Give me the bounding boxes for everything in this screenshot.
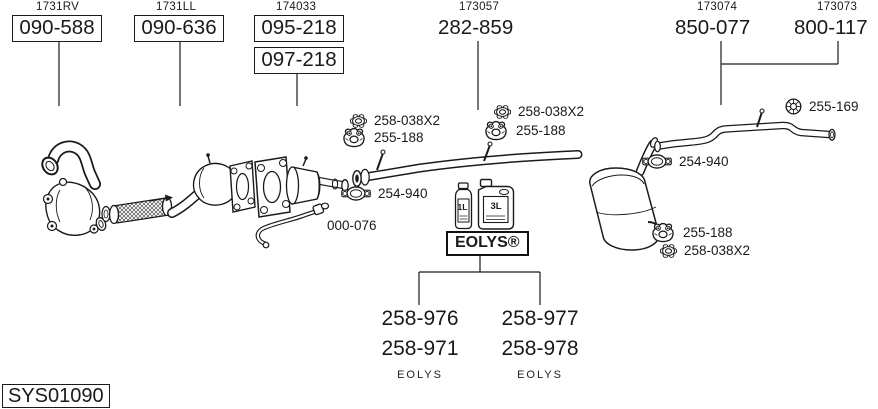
- part-number[interactable]: 850-077: [675, 16, 751, 39]
- diagram-code-box[interactable]: SYS01090: [2, 384, 110, 408]
- hardware-label: 254-940: [642, 152, 729, 171]
- bottle-size-label: 1L: [457, 202, 468, 212]
- muffler-drawing: [589, 137, 660, 251]
- part-number[interactable]: 258-971: [381, 337, 459, 360]
- rubber-hanger-icon: [341, 127, 367, 148]
- middle-pipe-drawing: [352, 141, 583, 187]
- part-number-box[interactable]: 097-218: [254, 47, 344, 74]
- part-number[interactable]: 258-977: [501, 307, 579, 330]
- dpf-drawing: [254, 156, 349, 218]
- eolys-brand-box: EOLYS®: [446, 231, 529, 256]
- hardware-part-number[interactable]: 255-188: [516, 123, 566, 138]
- part-number-box[interactable]: 095-218: [254, 15, 344, 42]
- hardware-part-number[interactable]: 258-038X2: [518, 104, 585, 119]
- assembly-arrow: [149, 194, 173, 202]
- group-ref-label: 173057: [459, 1, 500, 13]
- rubber-hanger-icon: [483, 120, 509, 141]
- hardware-label: 255-188: [341, 127, 424, 148]
- hardware-label: 254-940: [341, 184, 428, 203]
- hardware-part-number[interactable]: 254-940: [679, 154, 729, 169]
- tail-pipe-drawing: [654, 108, 836, 153]
- group-ref-label: 173073: [817, 1, 858, 13]
- sensor-tube-drawing: [255, 202, 330, 249]
- group-ref-label: 173074: [697, 1, 738, 13]
- flex-pipe-drawing: [101, 194, 173, 225]
- part-number[interactable]: 258-978: [501, 337, 579, 360]
- grommet-icon: [785, 98, 802, 115]
- flange-nut-icon: [494, 105, 511, 119]
- flange-nut-icon: [350, 114, 367, 128]
- hardware-part-number[interactable]: 000-076: [327, 218, 377, 233]
- group-ref-label: 1731LL: [156, 1, 197, 13]
- eolys-caption: EOLYS: [517, 369, 563, 381]
- clamp-icon: [341, 184, 371, 203]
- hardware-label: 258-038X2: [350, 113, 440, 128]
- hardware-label: 000-076: [327, 218, 377, 233]
- hardware-part-number[interactable]: 255-188: [374, 130, 424, 145]
- front-pipe-drawing: [41, 140, 107, 236]
- part-number-box[interactable]: 090-636: [134, 15, 224, 42]
- hardware-label: 255-169: [785, 98, 859, 115]
- hardware-label: 258-038X2: [494, 104, 584, 119]
- part-number[interactable]: 800-117: [794, 16, 868, 39]
- part-number[interactable]: 258-976: [381, 307, 459, 330]
- bottle-size-label: 3L: [490, 201, 502, 212]
- group-ref-label: 1731RV: [36, 1, 80, 13]
- eolys-caption: EOLYS: [397, 369, 443, 381]
- rubber-hanger-icon: [650, 222, 676, 243]
- part-number[interactable]: 282-859: [438, 16, 514, 39]
- hardware-label: 255-188: [483, 120, 566, 141]
- hardware-part-number[interactable]: 258-038X2: [374, 113, 441, 128]
- hardware-label: 255-188: [650, 222, 733, 243]
- hardware-label: 258-038X2: [660, 243, 750, 258]
- group-ref-label: 174033: [276, 1, 317, 13]
- additive-bottles-drawing: [454, 178, 515, 230]
- hardware-part-number[interactable]: 258-038X2: [684, 243, 751, 258]
- flange-nut-icon: [660, 244, 677, 258]
- hardware-part-number[interactable]: 255-188: [683, 225, 733, 240]
- hardware-part-number[interactable]: 254-940: [378, 186, 428, 201]
- part-number-box[interactable]: 090-588: [12, 15, 102, 42]
- catalytic-converter-drawing: [167, 153, 256, 218]
- leader-lines: [58, 41, 839, 305]
- hardware-part-number[interactable]: 255-169: [809, 99, 859, 114]
- clamp-icon: [642, 152, 672, 171]
